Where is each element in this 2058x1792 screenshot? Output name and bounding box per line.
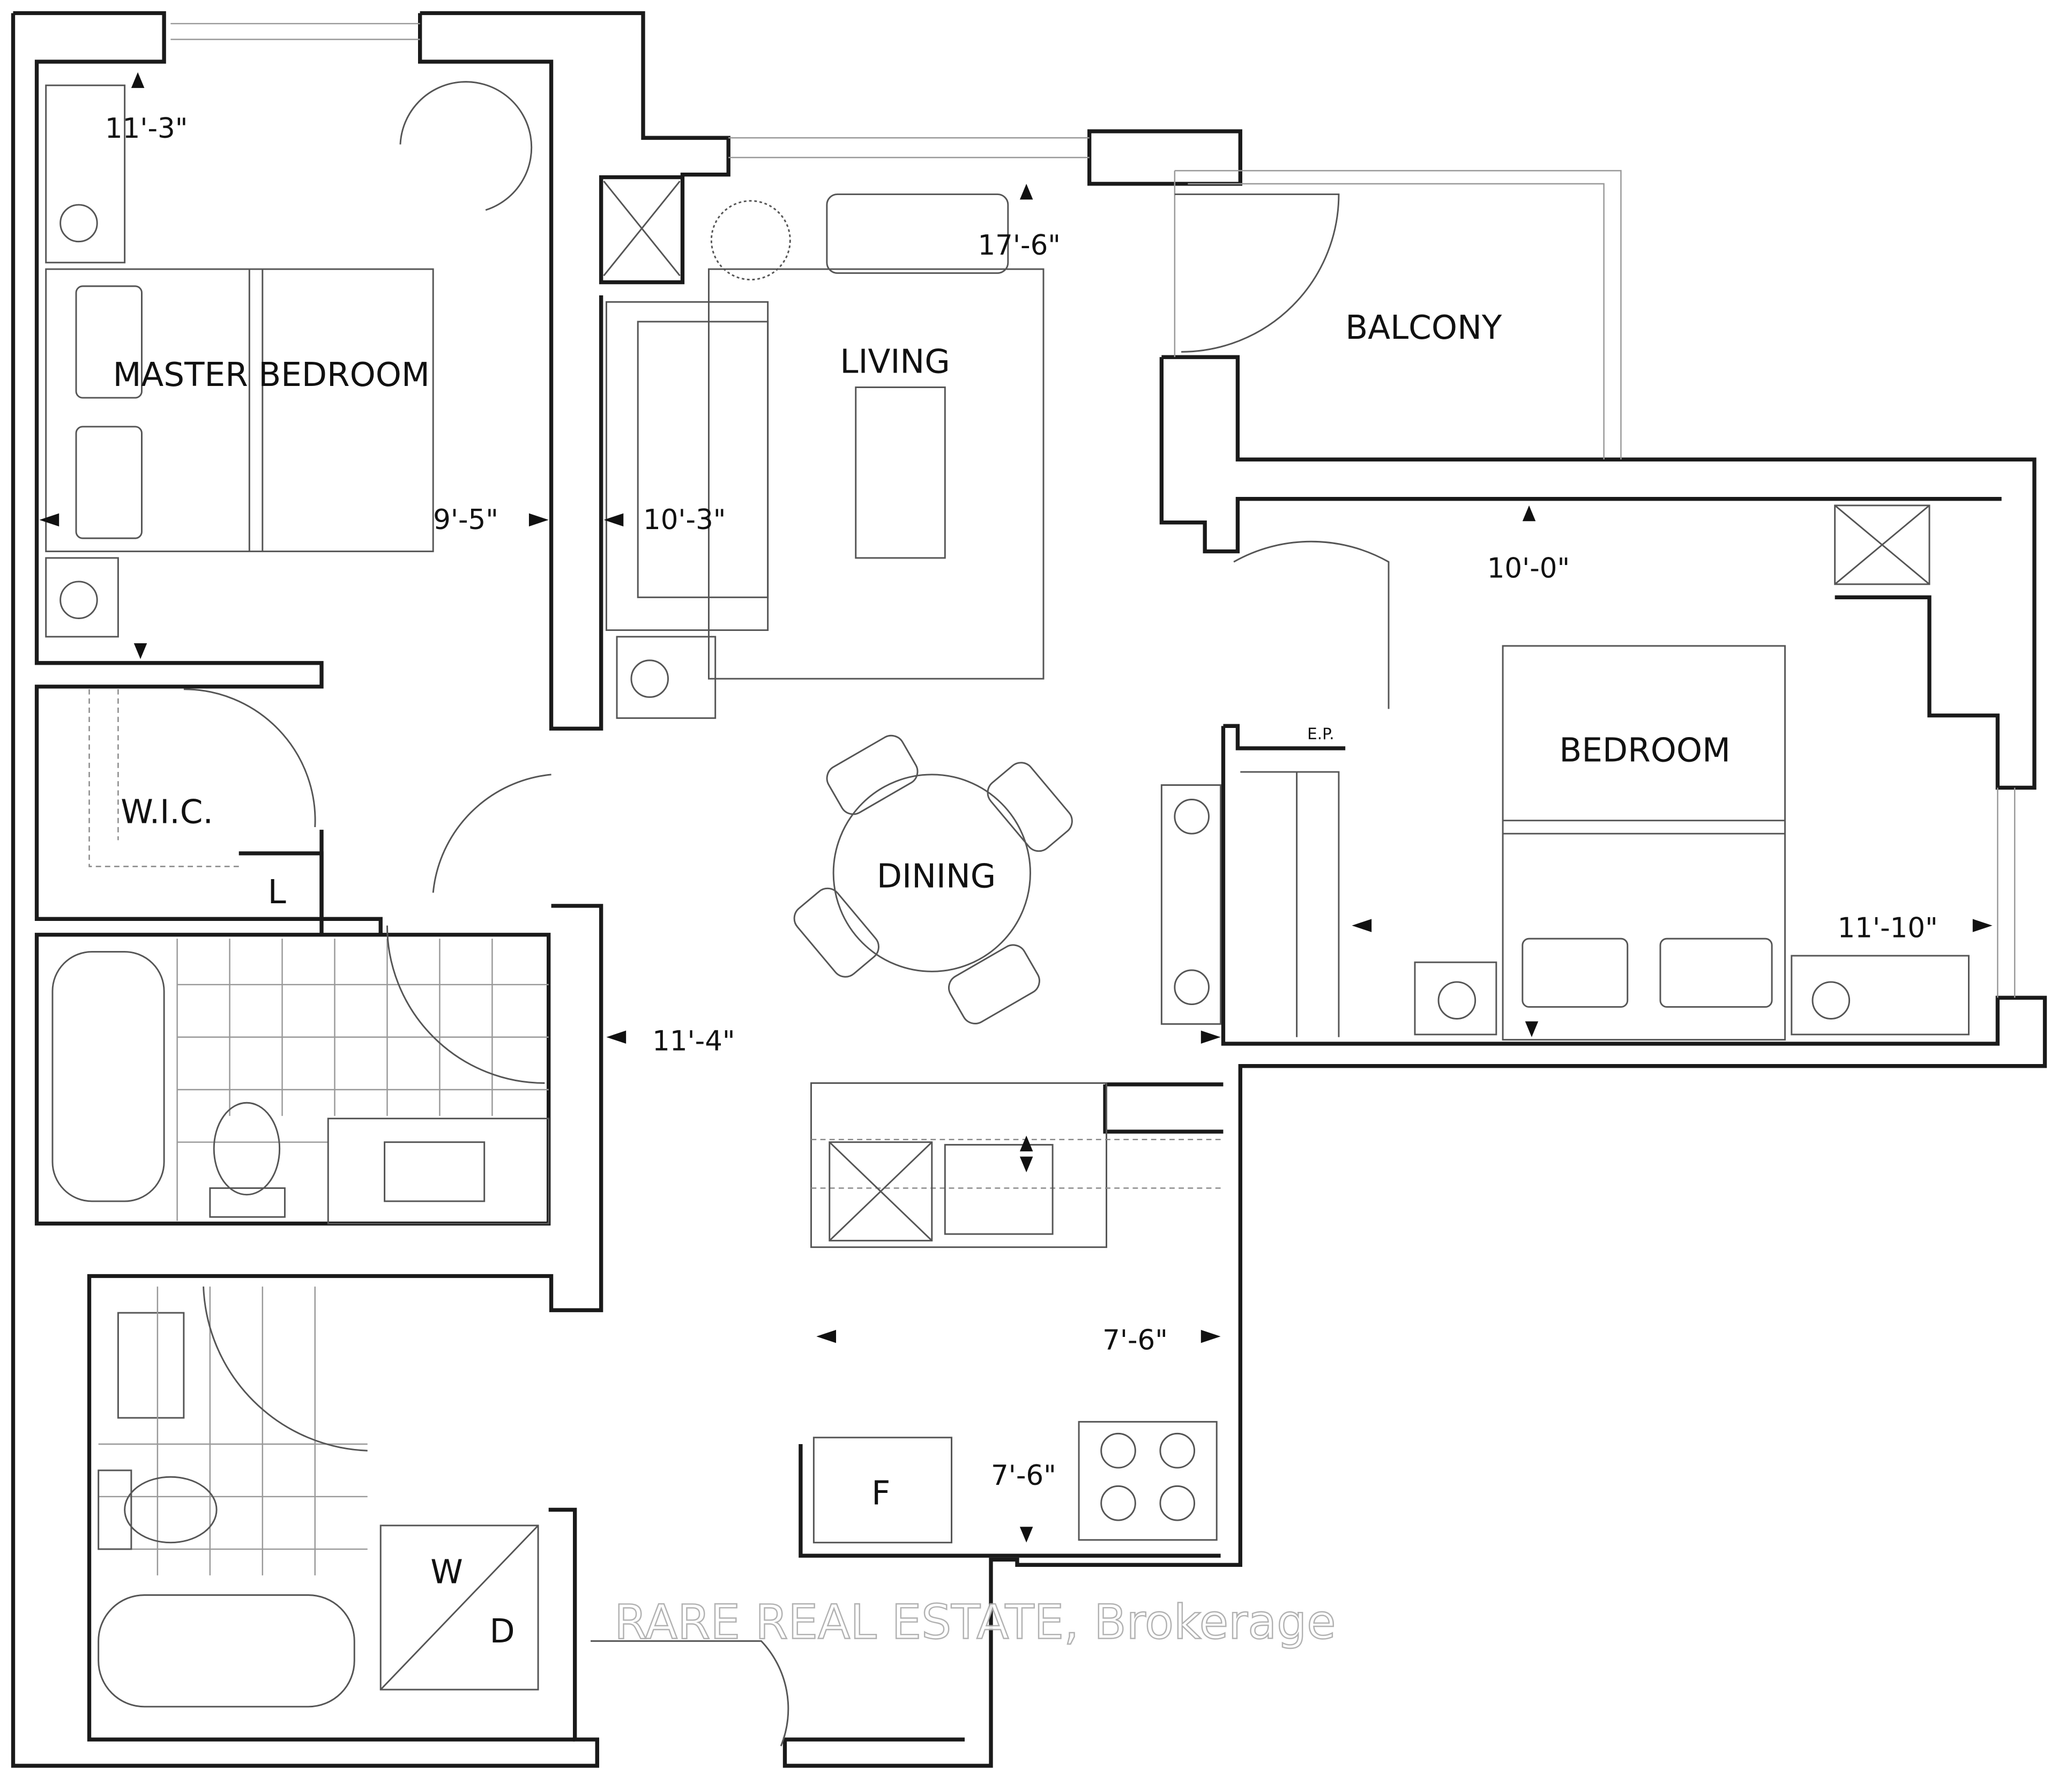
electrical-panel-label: E.P. xyxy=(1307,725,1334,743)
watermark: RARE REAL ESTATE, Brokerage xyxy=(614,1594,1336,1649)
bedroom-width-dim: 11'-10" xyxy=(1838,912,1938,945)
dining-label: DINING xyxy=(877,858,996,896)
dimension-arrows xyxy=(39,72,1993,1543)
master-depth-dim: 9'-5" xyxy=(433,504,498,536)
kitchen-depth-dim: 7'-6" xyxy=(991,1460,1056,1492)
fridge-label: F xyxy=(871,1475,890,1513)
balcony-label: BALCONY xyxy=(1345,309,1502,347)
living-label: LIVING xyxy=(840,343,950,381)
living-depth-dim: 17'-6" xyxy=(978,229,1060,262)
dining-width-dim: 11'-4" xyxy=(652,1025,735,1057)
living-width-dim: 10'-3" xyxy=(643,504,726,536)
washer-label: W xyxy=(430,1553,463,1592)
master-bedroom-label: MASTER BEDROOM xyxy=(113,356,430,394)
linen-label: L xyxy=(268,873,286,911)
bedroom-depth-dim: 10'-0" xyxy=(1487,553,1570,585)
fixtures xyxy=(45,81,1970,1746)
bedroom-label: BEDROOM xyxy=(1559,731,1731,769)
wic-label: W.I.C. xyxy=(121,793,213,831)
dryer-label: D xyxy=(489,1612,514,1650)
master-width-dim: 11'-3" xyxy=(105,113,188,145)
walls xyxy=(11,11,2047,1768)
kitchen-width-dim: 7'-6" xyxy=(1102,1325,1168,1357)
